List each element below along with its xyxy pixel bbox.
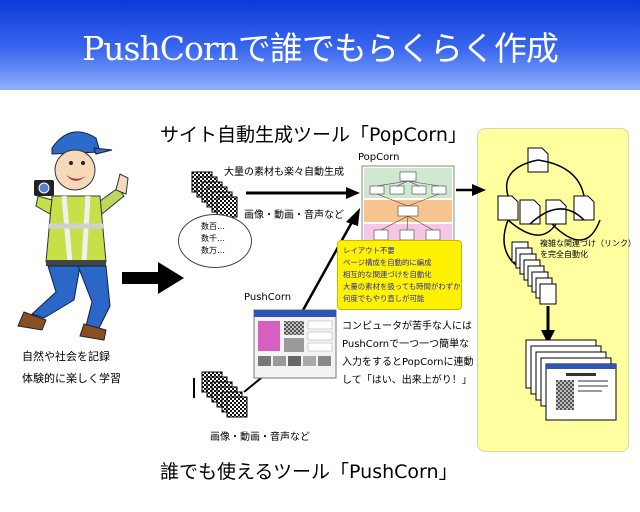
material-stack-top bbox=[191, 171, 238, 218]
counts-oval: 数百… 数千… 数万… bbox=[178, 214, 252, 268]
pushcorn-window bbox=[253, 309, 337, 379]
output-caption: 複雑な関連づけ（リンク） を完全自動化 bbox=[540, 238, 636, 260]
popcorn-media-caption: 画像・動画・音声など bbox=[244, 210, 344, 221]
pushcorn-media-caption: 画像・動画・音声など bbox=[210, 432, 310, 443]
header-banner: PushCornで誰でもらくらく作成 bbox=[0, 0, 640, 90]
output-caption-line: を完全自動化 bbox=[540, 250, 588, 259]
count-item: 数万… bbox=[201, 246, 225, 255]
learner-caption: 自然や社会を記録 体験的に楽しく学習 bbox=[22, 346, 121, 390]
feature-line: 大量の素材を扱っても時間がわずか bbox=[343, 282, 461, 291]
feature-line: ページ構成を自動的に編成 bbox=[343, 258, 432, 267]
pushcorn-title: 誰でも使えるツール「PushCorn」 bbox=[160, 461, 458, 483]
popcorn-features-note: レイアウト不要 ページ構成を自動的に編成 相互的な関連づけを自動化 大量の素材を… bbox=[337, 240, 462, 310]
learner-figure bbox=[17, 131, 129, 341]
learner-caption-line: 自然や社会を記録 bbox=[22, 350, 110, 363]
feature-line: 相互的な関連づけを自動化 bbox=[343, 270, 432, 279]
description-line: して「はい、出来上がり！」 bbox=[342, 375, 472, 386]
pushcorn-description: コンピュータが苦手な人には PushCornで一つ一つ簡単な 入力をするとPop… bbox=[342, 318, 474, 390]
material-stack-bottom bbox=[193, 371, 248, 418]
learner-arrow bbox=[122, 262, 184, 294]
generated-pages-stack bbox=[511, 241, 557, 305]
description-line: 入力をするとPopCornに連動 bbox=[342, 357, 474, 368]
generated-pages-top bbox=[497, 147, 601, 269]
page-title: PushCornで誰でもらくらく作成 bbox=[82, 29, 559, 68]
popcorn-structure-diagram bbox=[361, 165, 455, 251]
popcorn-label: PopCorn bbox=[358, 152, 400, 163]
count-item: 数百… bbox=[201, 222, 225, 231]
description-line: PushCornで一つ一つ簡単な bbox=[342, 339, 470, 350]
feature-line: 何度でもやり直しが可能 bbox=[343, 294, 425, 303]
materials-caption: 大量の素材も楽々自動生成 bbox=[224, 167, 344, 178]
feature-line: レイアウト不要 bbox=[343, 246, 395, 255]
pushcorn-label: PushCorn bbox=[244, 292, 292, 303]
output-caption-line: 複雑な関連づけ（リンク） bbox=[540, 239, 636, 248]
popcorn-title: サイト自動生成ツール「PopCorn」 bbox=[160, 124, 467, 146]
description-line: コンピュータが苦手な人には bbox=[342, 321, 472, 332]
count-item: 数千… bbox=[201, 234, 225, 243]
generated-web-screens bbox=[525, 339, 617, 421]
learner-caption-line: 体験的に楽しく学習 bbox=[22, 372, 121, 385]
